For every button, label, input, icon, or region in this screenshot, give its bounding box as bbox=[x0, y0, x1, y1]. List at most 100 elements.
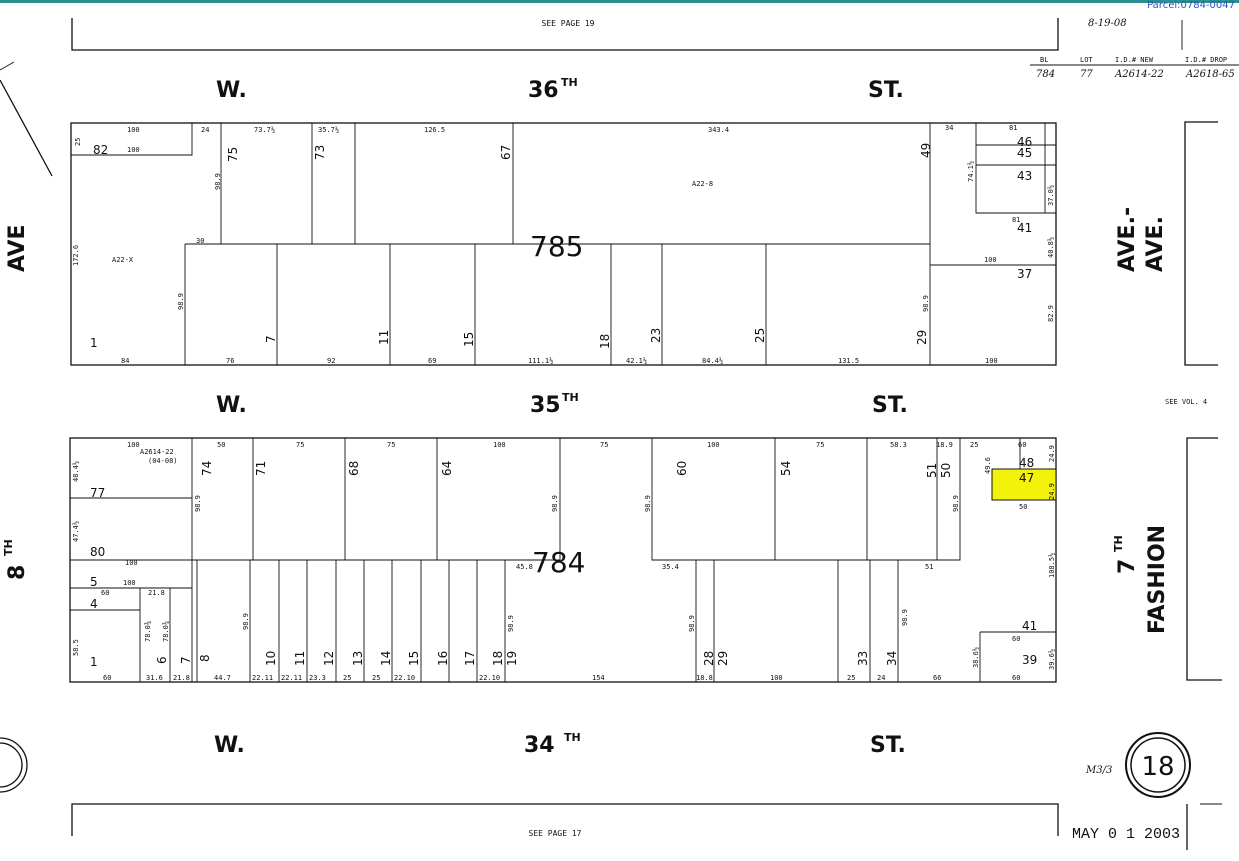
lot-34: 34 bbox=[885, 651, 899, 666]
svg-text:58.5: 58.5 bbox=[72, 639, 80, 656]
sheet-number-badge: 18 M3/3 bbox=[1085, 732, 1191, 798]
lot-15: 15 bbox=[462, 332, 476, 347]
sheet-number: 18 bbox=[1141, 752, 1174, 782]
header-col-lot: LOT bbox=[1080, 56, 1093, 64]
lot-7-south: 7 bbox=[179, 656, 193, 664]
w34-st: ST. bbox=[870, 733, 906, 758]
svg-text:100: 100 bbox=[127, 441, 140, 449]
svg-text:25: 25 bbox=[970, 441, 978, 449]
lot-75: 75 bbox=[226, 147, 240, 162]
lot-29-south: 29 bbox=[716, 651, 730, 666]
svg-text:100: 100 bbox=[770, 674, 783, 682]
svg-text:154: 154 bbox=[592, 674, 605, 682]
street-w35: W. 35 TH ST. SEE VOL. 4 bbox=[216, 391, 1207, 418]
see-page-bottom: SEE PAGE 17 bbox=[529, 829, 582, 838]
lot-10: 10 bbox=[264, 651, 278, 666]
lot-18-south: 18 bbox=[491, 651, 505, 666]
svg-text:38.6½: 38.6½ bbox=[972, 647, 980, 668]
right-ave-fashion: FASHION bbox=[1145, 525, 1170, 634]
svg-text:24: 24 bbox=[877, 674, 885, 682]
lot-64: 64 bbox=[440, 461, 454, 476]
svg-text:98.9: 98.9 bbox=[952, 495, 960, 512]
svg-text:75: 75 bbox=[816, 441, 824, 449]
lot-46: 46 bbox=[1017, 135, 1032, 149]
lot-13: 13 bbox=[351, 651, 365, 666]
svg-text:18.9: 18.9 bbox=[936, 441, 953, 449]
svg-text:45.8: 45.8 bbox=[516, 563, 533, 571]
svg-text:22.10: 22.10 bbox=[479, 674, 500, 682]
svg-text:98.9: 98.9 bbox=[901, 609, 909, 626]
svg-text:111.1½: 111.1½ bbox=[528, 357, 553, 365]
lot-47: 47 bbox=[1019, 471, 1034, 485]
svg-text:66: 66 bbox=[933, 674, 941, 682]
svg-text:126.5: 126.5 bbox=[424, 126, 445, 134]
header-col-bl: BL bbox=[1040, 56, 1048, 64]
svg-text:100: 100 bbox=[985, 357, 998, 365]
lot-82: 82 bbox=[93, 143, 108, 157]
w34-number: 34 bbox=[524, 733, 555, 758]
header-table: 8-19-08 BL LOT I.D.# NEW I.D.# DROP 784 … bbox=[1030, 18, 1239, 80]
svg-text:39.6½: 39.6½ bbox=[1048, 649, 1056, 670]
lot-14: 14 bbox=[379, 651, 393, 666]
street-w34: W. 34 TH ST. bbox=[214, 731, 906, 758]
svg-text:343.4: 343.4 bbox=[708, 126, 729, 134]
lot-68: 68 bbox=[347, 461, 361, 476]
svg-text:21.8: 21.8 bbox=[173, 674, 190, 682]
seventh-avenue: AVE.- AVE. 7 TH FASHION bbox=[1112, 121, 1222, 850]
parcel-id-label: Parcel:0784-0047 bbox=[1147, 0, 1235, 11]
svg-text:75: 75 bbox=[600, 441, 608, 449]
lot-37: 37 bbox=[1017, 267, 1032, 281]
svg-text:131.5: 131.5 bbox=[838, 357, 859, 365]
w35-prefix: W. bbox=[216, 393, 247, 418]
svg-text:49.6: 49.6 bbox=[984, 457, 992, 474]
svg-text:25: 25 bbox=[343, 674, 351, 682]
eighth-avenue: AVE 8 TH bbox=[0, 61, 53, 580]
lot-1: 1 bbox=[90, 336, 98, 350]
left-ave-suffix: TH bbox=[2, 539, 15, 556]
lot-39: 39 bbox=[1022, 653, 1037, 667]
received-stamp: MAY 0 1 2003 bbox=[1072, 826, 1180, 843]
svg-text:100: 100 bbox=[493, 441, 506, 449]
svg-text:92: 92 bbox=[327, 357, 335, 365]
block-784-number: 784 bbox=[532, 546, 585, 579]
w34-suffix: TH bbox=[564, 731, 581, 744]
lot-6: 6 bbox=[155, 656, 169, 664]
svg-text:84.4½: 84.4½ bbox=[702, 357, 723, 365]
w36-number: 36 bbox=[528, 78, 559, 103]
tag-a22x: A22-X bbox=[112, 256, 134, 264]
w35-suffix: TH bbox=[562, 391, 579, 404]
left-ave-number: 8 bbox=[5, 565, 30, 580]
svg-text:25: 25 bbox=[372, 674, 380, 682]
svg-text:75: 75 bbox=[387, 441, 395, 449]
w35-number: 35 bbox=[530, 393, 561, 418]
svg-text:50: 50 bbox=[1019, 503, 1027, 511]
lot-43: 43 bbox=[1017, 169, 1032, 183]
lot-11: 11 bbox=[377, 330, 391, 345]
lot-5: 5 bbox=[90, 575, 98, 589]
tag-a228: A22-8 bbox=[692, 180, 713, 188]
svg-text:100: 100 bbox=[707, 441, 720, 449]
svg-text:75: 75 bbox=[296, 441, 304, 449]
block-785-number: 785 bbox=[530, 230, 583, 263]
w35-st: ST. bbox=[872, 393, 908, 418]
svg-text:60: 60 bbox=[1018, 441, 1026, 449]
block-784: 784 77 bbox=[69, 437, 1057, 683]
svg-text:30: 30 bbox=[196, 237, 204, 245]
lot-28: 28 bbox=[702, 651, 716, 666]
lot-23: 23 bbox=[649, 328, 663, 343]
lot-12: 12 bbox=[322, 651, 336, 666]
svg-text:60: 60 bbox=[101, 589, 109, 597]
svg-text:84: 84 bbox=[121, 357, 129, 365]
lot-71: 71 bbox=[254, 461, 268, 476]
svg-text:37.0½: 37.0½ bbox=[1047, 185, 1055, 206]
see-page-top: SEE PAGE 19 bbox=[542, 19, 595, 28]
lot-18: 18 bbox=[598, 334, 612, 349]
svg-text:18.8: 18.8 bbox=[696, 674, 713, 682]
svg-text:42.1½: 42.1½ bbox=[626, 357, 647, 365]
svg-text:98.9: 98.9 bbox=[922, 295, 930, 312]
bottom-reference: SEE PAGE 17 bbox=[71, 803, 1059, 838]
svg-text:78.0¾: 78.0¾ bbox=[144, 621, 152, 642]
svg-text:23.3: 23.3 bbox=[309, 674, 326, 682]
svg-text:98.9: 98.9 bbox=[242, 613, 250, 630]
lot-74: 74 bbox=[200, 461, 214, 476]
